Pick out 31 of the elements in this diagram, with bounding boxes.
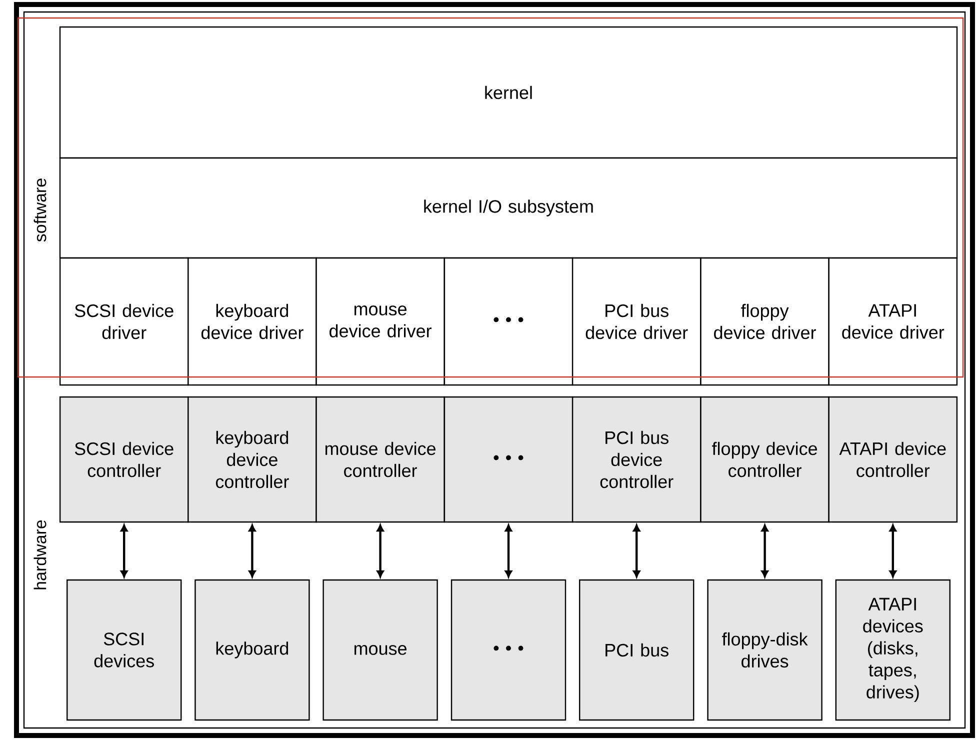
driver-box: SCSI device driver [59,257,189,386]
driver-box: • • • [444,257,574,386]
device-box: ATAPI devices (disks, tapes, drives) [835,579,950,721]
device-box: keyboard [194,579,310,721]
double-arrow [633,524,640,578]
controller-box: floppy device controller [700,396,830,523]
controller-box: PCI bus device controller [572,396,702,523]
device-box: SCSI devices [66,579,182,721]
double-arrow [120,524,128,578]
layer-box: kernel [59,26,958,159]
double-arrow [761,524,768,578]
double-arrow [376,524,384,578]
controller-box: mouse device controller [316,396,445,523]
device-box: • • • [450,579,566,721]
driver-box: keyboard device driver [188,257,317,386]
controller-box: SCSI device controller [59,396,189,523]
driver-box: floppy device driver [700,257,830,386]
double-arrow [889,524,896,578]
controller-box: • • • [444,396,574,523]
side-label: software [34,178,46,242]
double-arrow [504,524,512,578]
device-box: floppy-disk drives [707,579,822,721]
controller-box: ATAPI device controller [828,396,958,523]
driver-box: mouse device driver [316,257,445,386]
device-box: mouse [322,579,438,721]
double-arrow [248,524,256,578]
controller-box: keyboard device controller [188,396,317,523]
driver-box: PCI bus device driver [572,257,702,386]
driver-box: ATAPI device driver [828,257,958,386]
device-box: PCI bus [579,579,694,721]
side-label: hardware [34,520,46,590]
